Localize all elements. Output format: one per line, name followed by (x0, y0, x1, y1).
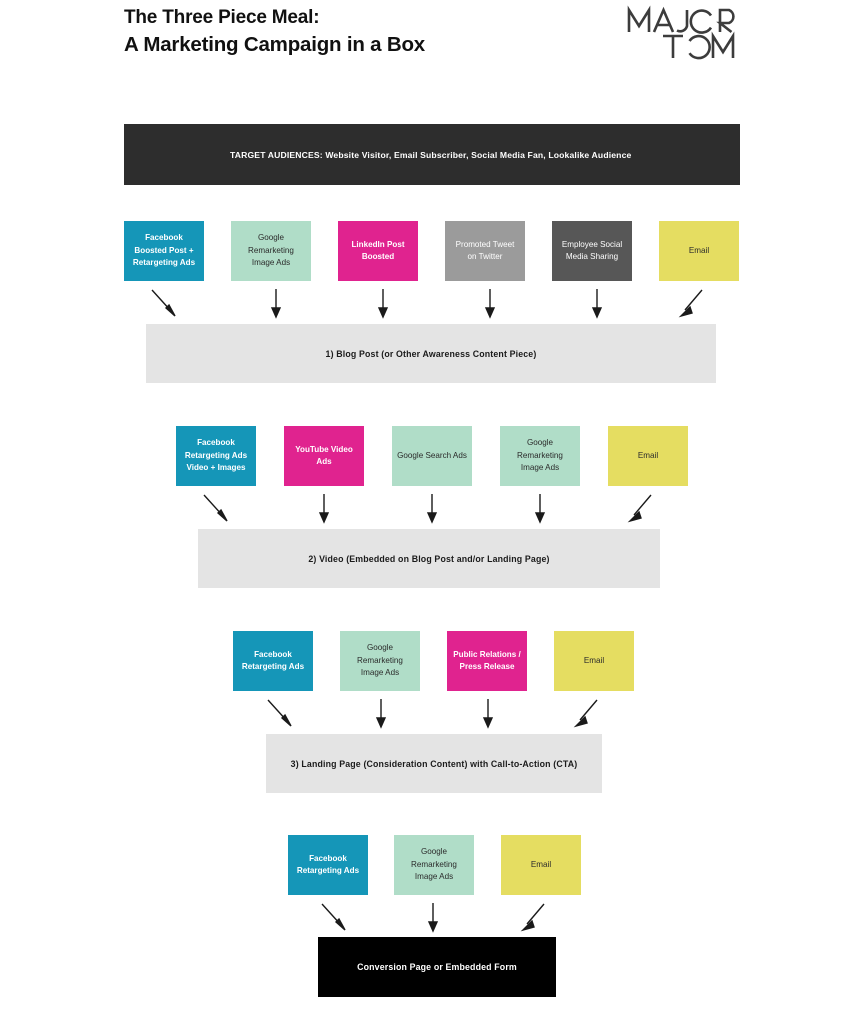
stage-banner-video: 2) Video (Embedded on Blog Post and/or L… (198, 529, 660, 588)
arrow-diagonal-down-left-t3 (571, 698, 605, 730)
channel-box-email-t2[interactable]: Email (608, 426, 688, 486)
stage-banner-text: 3) Landing Page (Consideration Content) … (290, 758, 578, 769)
channel-label: Google Remarketing Image Ads (248, 233, 294, 268)
channel-box-google-remarketing-t1[interactable]: Google Remarketing Image Ads (231, 221, 311, 281)
stage-banner-text: 1) Blog Post (or Other Awareness Content… (325, 348, 537, 359)
channel-label: LinkedIn Post Boosted (351, 239, 405, 261)
stage-banner-text: 2) Video (Embedded on Blog Post and/or L… (308, 553, 550, 564)
channel-box-public-relations-press-release[interactable]: Public Relations / Press Release (447, 631, 527, 691)
stage-banner-landing-page: 3) Landing Page (Consideration Content) … (266, 734, 602, 793)
arrow-diagonal-down-right-t4 (320, 902, 354, 934)
title-line-1: The Three Piece Meal: (124, 7, 320, 28)
arrow-diagonal-down-right-t3 (266, 698, 300, 730)
channel-label: YouTube Video Ads (295, 444, 353, 466)
channel-box-email-t1[interactable]: Email (659, 221, 739, 281)
channel-label: Promoted Tweet on Twitter (455, 239, 515, 261)
arrow-diagonal-down-left-t2 (625, 493, 659, 525)
channel-box-promoted-tweet[interactable]: Promoted Tweet on Twitter (445, 221, 525, 281)
channel-label: Google Search Ads (397, 450, 467, 460)
channel-box-employee-social-sharing[interactable]: Employee Social Media Sharing (552, 221, 632, 281)
channel-box-email-t3[interactable]: Email (554, 631, 634, 691)
arrow-down-t1-b3 (377, 288, 392, 320)
arrow-diagonal-down-right-t2 (202, 493, 236, 525)
arrow-down-t2-b4 (534, 493, 549, 525)
channel-label: Google Remarketing Image Ads (357, 643, 403, 678)
arrow-down-t2-b3 (426, 493, 441, 525)
channel-label: Facebook Boosted Post + Retargeting Ads (132, 233, 196, 268)
channel-box-facebook-retargeting-video[interactable]: Facebook Retargeting Ads Video + Images (176, 426, 256, 486)
channel-box-email-t4[interactable]: Email (501, 835, 581, 895)
arrow-down-t1-b4 (484, 288, 499, 320)
arrow-down-t1-b5 (591, 288, 606, 320)
channel-box-facebook-boosted-post[interactable]: Facebook Boosted Post + Retargeting Ads (124, 221, 204, 281)
channel-box-google-search-ads[interactable]: Google Search Ads (392, 426, 472, 486)
channel-label: Email (530, 859, 552, 869)
channel-label: Google Remarketing Image Ads (411, 847, 457, 882)
channel-box-linkedin-post-boosted[interactable]: LinkedIn Post Boosted (338, 221, 418, 281)
target-audiences-text: TARGET AUDIENCES: Website Visitor, Email… (230, 149, 632, 160)
channel-box-google-remarketing-t2[interactable]: Google Remarketing Image Ads (500, 426, 580, 486)
arrow-down-t1-b2 (270, 288, 285, 320)
title-line-2: A Marketing Campaign in a Box (124, 33, 425, 56)
stage-banner-text: Conversion Page or Embedded Form (357, 962, 517, 972)
major-tom-logo (625, 2, 755, 64)
arrow-down-t3-b3 (482, 698, 497, 730)
arrow-diagonal-down-left-t4 (518, 902, 552, 934)
channel-box-youtube-video-ads[interactable]: YouTube Video Ads (284, 426, 364, 486)
channel-label: Facebook Retargeting Ads (296, 853, 360, 875)
channel-label: Facebook Retargeting Ads Video + Images (184, 438, 248, 473)
channel-label: Public Relations / Press Release (453, 649, 521, 671)
channel-box-google-remarketing-t4[interactable]: Google Remarketing Image Ads (394, 835, 474, 895)
channel-label: Google Remarketing Image Ads (517, 438, 563, 473)
arrow-down-t4-b2 (427, 902, 442, 934)
channel-box-facebook-retargeting-t3[interactable]: Facebook Retargeting Ads (233, 631, 313, 691)
channel-label: Email (583, 655, 605, 665)
arrow-diagonal-down-left-t1 (676, 288, 710, 320)
channel-box-facebook-retargeting-t4[interactable]: Facebook Retargeting Ads (288, 835, 368, 895)
channel-label: Email (637, 450, 659, 460)
page-title: The Three Piece Meal: A Marketing Campai… (124, 4, 644, 58)
arrow-diagonal-down-right-t1 (150, 288, 184, 320)
channel-box-google-remarketing-t3[interactable]: Google Remarketing Image Ads (340, 631, 420, 691)
arrow-down-t2-b2 (318, 493, 333, 525)
channel-label: Employee Social Media Sharing (561, 239, 623, 261)
channel-label: Facebook Retargeting Ads (241, 649, 305, 671)
stage-banner-conversion: Conversion Page or Embedded Form (318, 937, 556, 997)
target-audiences-banner: TARGET AUDIENCES: Website Visitor, Email… (124, 124, 740, 185)
stage-banner-blog-post: 1) Blog Post (or Other Awareness Content… (146, 324, 716, 383)
arrow-down-t3-b2 (375, 698, 390, 730)
channel-label: Email (688, 245, 710, 255)
